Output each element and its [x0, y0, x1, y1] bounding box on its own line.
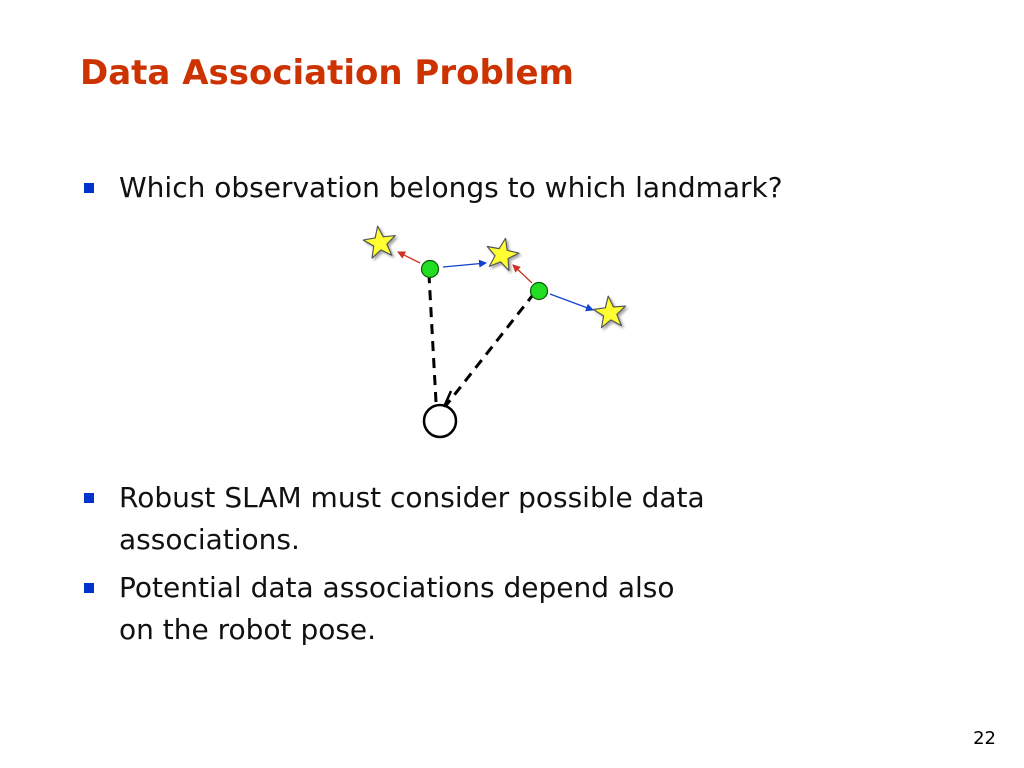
robot-pose-circle-icon — [422, 403, 458, 439]
bullet-list-top: Which observation belongs to which landm… — [80, 167, 783, 209]
robot-heading-line — [442, 390, 453, 408]
association-dashed-line — [442, 290, 538, 409]
observation-arrow-red — [512, 264, 533, 284]
association-dashed-line — [427, 274, 438, 403]
observation-arrow-red — [397, 251, 421, 264]
bullet-text: Potential data associations depend also — [119, 571, 675, 604]
bullet-text: associations. — [119, 523, 300, 556]
slide-title: Data Association Problem — [80, 53, 574, 93]
bullet-text: Robust SLAM must consider possible data — [119, 481, 705, 514]
bullet-item: Which observation belongs to which landm… — [80, 167, 783, 209]
square-bullet-icon — [84, 183, 94, 193]
data-association-diagram — [362, 225, 627, 439]
star-icon — [362, 225, 396, 259]
green-dot-icon — [529, 281, 549, 301]
square-bullet-icon — [84, 493, 94, 503]
bullet-item: Robust SLAM must consider possible data … — [80, 477, 705, 561]
bullet-item: Potential data associations depend also … — [80, 567, 705, 651]
observation-arrow-blue — [549, 293, 594, 312]
bullet-text: Which observation belongs to which landm… — [119, 171, 783, 204]
slide-number: 22 — [973, 728, 996, 749]
bullet-list-bottom: Robust SLAM must consider possible data … — [80, 477, 705, 651]
star-icon — [486, 237, 520, 272]
square-bullet-icon — [84, 583, 94, 593]
bullet-text: on the robot pose. — [119, 613, 377, 646]
green-dot-icon — [420, 259, 440, 279]
star-icon — [592, 295, 627, 329]
observation-arrow-blue — [442, 259, 487, 268]
